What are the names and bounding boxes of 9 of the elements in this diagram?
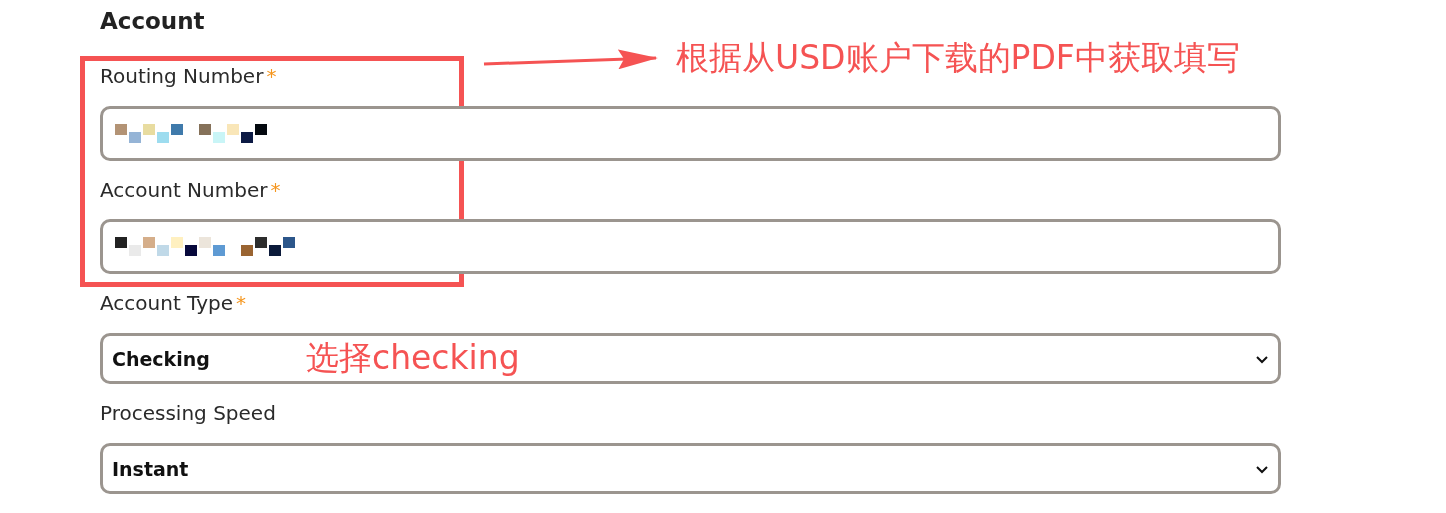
section-heading: Account — [100, 8, 205, 34]
annotation-text: 选择checking — [306, 337, 520, 379]
field-label: Routing Number* — [100, 64, 277, 88]
field-label: Processing Speed — [100, 401, 276, 425]
dropdown-select: Instant — [100, 443, 1281, 494]
arrow — [483, 49, 658, 70]
field-label: Account Type* — [100, 291, 247, 315]
field-label: Account Number* — [100, 178, 281, 202]
annotation-text: 根据从USD账户下载的PDF中获取填写 — [676, 36, 1240, 81]
